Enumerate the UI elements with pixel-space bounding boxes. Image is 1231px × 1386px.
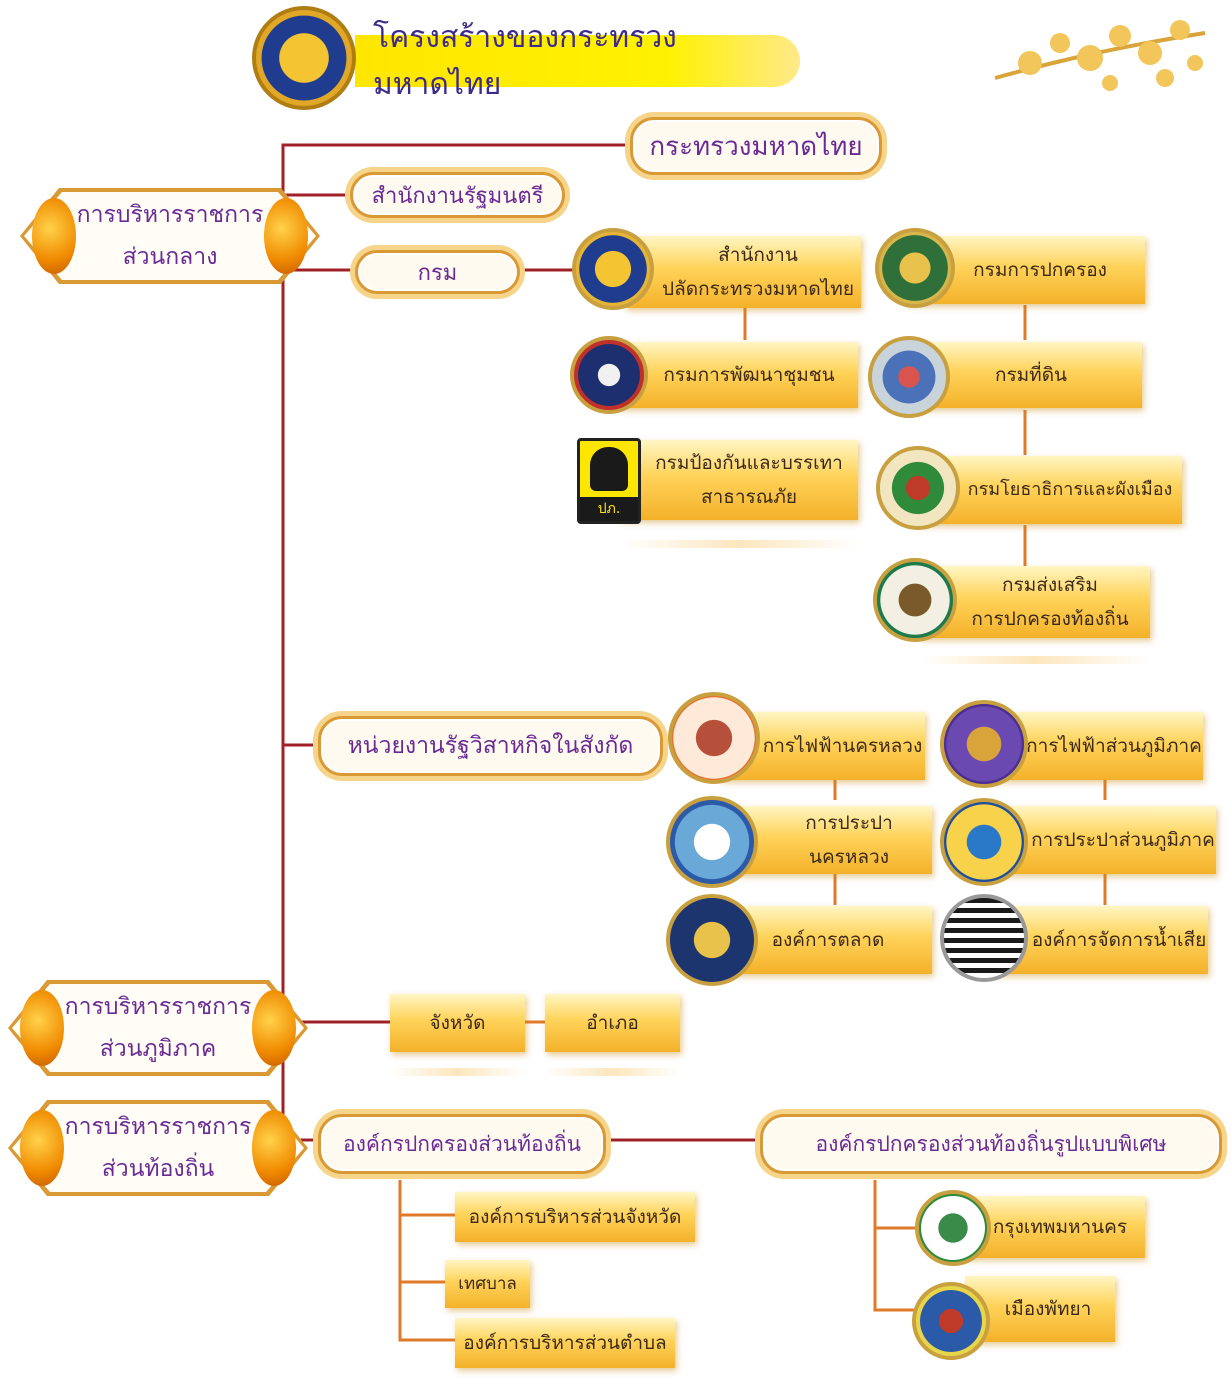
department-label-box: กรม (355, 250, 520, 294)
dept-name-line: ปลัดกระทรวงมหาดไทย (662, 278, 854, 300)
pea-emblem-icon (940, 700, 1028, 788)
ornament-icon (20, 1110, 64, 1186)
banner-line-2: ส่วนกลาง (122, 244, 218, 270)
box-reflection (920, 656, 1150, 664)
pwa-emblem-icon (940, 798, 1028, 886)
banner-line-1: การบริหารราชการ (76, 202, 264, 228)
dept-name-line: กรมส่งเสริม (1002, 574, 1098, 596)
pm-office-box: สำนักงานรัฐมนตรี (350, 172, 565, 218)
dept-community-dev: กรมการพัฒนาชุมชน (620, 342, 858, 408)
box-reflection (390, 1068, 525, 1076)
local-admin-banner: การบริหารราชการ ส่วนท้องถิ่น (8, 1100, 308, 1196)
public-works-emblem-icon (876, 446, 960, 530)
dept-name: กรมการปกครอง (973, 259, 1107, 281)
banner-line-1: การบริหารราชการ (64, 1114, 252, 1140)
local-special-item-pattaya: เมืองพัทยา (965, 1276, 1115, 1342)
local-special-item-bangkok: กรุงเทพมหานคร (965, 1196, 1145, 1258)
permanent-secretary-emblem-icon (572, 228, 654, 310)
local-general-item: เทศบาล (445, 1260, 530, 1308)
page-title: โครงสร้างของกระทรวงมหาดไทย (355, 20, 800, 102)
enterprise-name: องค์การจัดการน้ำเสีย (1031, 929, 1207, 951)
box-reflection (620, 540, 858, 548)
ministry-emblem-icon (252, 6, 356, 110)
enterprise-name: การไฟฟ้านครหลวง (762, 735, 923, 757)
dept-public-works: กรมโยธาธิการและผังเมือง (920, 456, 1182, 524)
dssp-logo-text: ปภ. (580, 497, 638, 521)
dept-name-line: สำนักงาน (718, 244, 798, 266)
pattaya-emblem-icon (912, 1282, 990, 1360)
ornament-icon (264, 198, 308, 274)
provincial-admin-emblem-icon (875, 228, 955, 308)
mea-emblem-icon (668, 692, 760, 784)
dept-name: กรมการพัฒนาชุมชน (663, 364, 835, 386)
banner-line-1: การบริหารราชการ (64, 994, 252, 1020)
banner-line-2: ส่วนภูมิภาค (99, 1036, 217, 1062)
local-general-label-box: องค์กรปกครองส่วนท้องถิ่น (318, 1114, 606, 1174)
dept-name-line: สาธารณภัย (700, 486, 797, 508)
state-enterprise-label-box: หน่วยงานรัฐวิสาหกิจในสังกัด (318, 716, 663, 776)
dept-name: กรมโยธาธิการและผังเมือง (967, 479, 1173, 500)
bangkok-emblem-icon (915, 1190, 991, 1266)
dept-permanent-secretary: สำนักงาน ปลัดกระทรวงมหาดไทย (625, 236, 861, 308)
community-dev-emblem-icon (570, 336, 648, 414)
local-general-item: องค์การบริหารส่วนตำบล (455, 1318, 675, 1368)
dept-name-line: การปกครองท้องถิ่น (971, 608, 1129, 630)
ministry-box: กระทรวงมหาดไทย (630, 117, 882, 175)
local-admin-promotion-emblem-icon (873, 558, 957, 642)
enterprise-name: การประปาส่วนภูมิภาค (1031, 829, 1215, 851)
disaster-prevention-logo-icon: ปภ. (577, 438, 641, 524)
marketing-org-emblem-icon (666, 894, 758, 986)
ornament-icon (252, 1110, 296, 1186)
central-admin-banner: การบริหารราชการ ส่วนกลาง (20, 188, 320, 284)
enterprise-name: องค์การตลาด (771, 929, 885, 951)
dept-name-line: กรมป้องกันและบรรเทา (655, 452, 843, 474)
special-item-name: กรุงเทพมหานคร (992, 1216, 1128, 1238)
province-box: จังหวัด (390, 994, 525, 1052)
ornament-icon (252, 990, 296, 1066)
wastewater-emblem-icon (940, 894, 1028, 982)
ornament-icon (32, 198, 76, 274)
local-special-label-box: องค์กรปกครองส่วนท้องถิ่นรูปแบบพิเศษ (760, 1114, 1222, 1174)
lands-emblem-icon (868, 336, 950, 418)
dept-name: กรมที่ดิน (994, 364, 1068, 386)
mwa-emblem-icon (666, 796, 758, 888)
dept-disaster-prevention: กรมป้องกันและบรรเทา สาธารณภัย (620, 440, 858, 520)
special-item-name: เมืองพัทยา (1004, 1298, 1092, 1320)
regional-admin-banner: การบริหารราชการ ส่วนภูมิภาค (8, 980, 308, 1076)
banner-line-2: ส่วนท้องถิ่น (101, 1156, 215, 1182)
enterprise-name: การประปานครหลวง (805, 812, 893, 868)
box-reflection (545, 1068, 680, 1076)
ornament-icon (20, 990, 64, 1066)
gold-flourish-decoration (994, 20, 1206, 91)
dept-local-admin-promotion: กรมส่งเสริม การปกครองท้องถิ่น (920, 566, 1150, 638)
enterprise-name: การไฟฟ้าส่วนภูมิภาค (1026, 735, 1202, 757)
district-box: อำเภอ (545, 994, 680, 1052)
local-general-item: องค์การบริหารส่วนจังหวัด (455, 1192, 695, 1242)
